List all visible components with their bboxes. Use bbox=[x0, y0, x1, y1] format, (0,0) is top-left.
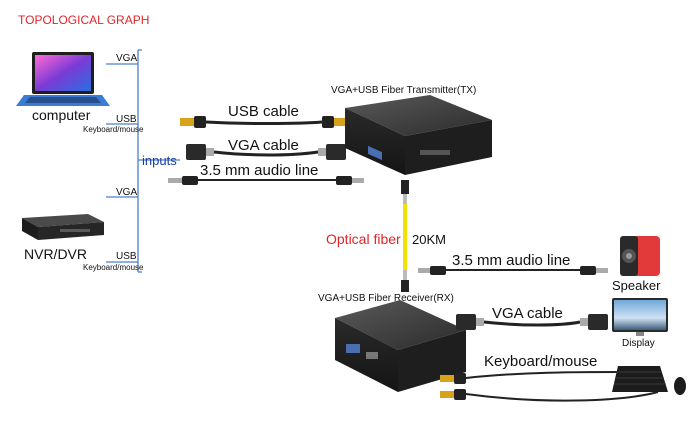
inputs-label: inputs bbox=[142, 153, 177, 168]
nvr-usb-sub-label: Keyboard/mouse bbox=[83, 263, 144, 272]
fiber-distance-label: 20KM bbox=[412, 232, 446, 247]
nvr-vga-port-label: VGA bbox=[116, 187, 137, 198]
mouse-icon bbox=[674, 377, 686, 395]
nvr-dvr-icon bbox=[22, 214, 104, 240]
speaker-icon bbox=[620, 236, 660, 276]
nvr-usb-port-label: USB bbox=[116, 251, 137, 262]
tx-vga-cable-label: VGA cable bbox=[228, 137, 299, 154]
optical-fiber-label: Optical fiber bbox=[326, 231, 401, 247]
optical-fiber-cable bbox=[401, 180, 409, 292]
rx-vga-cable-label: VGA cable bbox=[492, 305, 563, 322]
rx-audio-cable-label: 3.5 mm audio line bbox=[452, 252, 570, 269]
tx-audio-cable-label: 3.5 mm audio line bbox=[200, 162, 318, 179]
rx-device bbox=[335, 300, 466, 392]
rx-vga-cable bbox=[456, 314, 608, 330]
computer-usb-port-label: USB bbox=[116, 114, 137, 125]
computer-vga-port-label: VGA bbox=[116, 53, 137, 64]
tx-label: VGA+USB Fiber Transmitter(TX) bbox=[331, 85, 476, 96]
input-bracket bbox=[106, 49, 180, 273]
rx-keyboard-cable-label: Keyboard/mouse bbox=[484, 353, 597, 370]
tx-vga-cable bbox=[186, 144, 346, 160]
display-icon bbox=[612, 298, 668, 336]
speaker-label: Speaker bbox=[612, 278, 661, 293]
diagram-title: TOPOLOGICAL GRAPH bbox=[18, 13, 149, 27]
rx-audio-cable bbox=[418, 266, 608, 275]
computer-label: computer bbox=[32, 107, 91, 123]
computer-icon bbox=[16, 52, 110, 106]
rx-label: VGA+USB Fiber Receiver(RX) bbox=[318, 293, 454, 304]
rx-keyboard-cable bbox=[440, 371, 659, 402]
computer-usb-sub-label: Keyboard/mouse bbox=[83, 125, 144, 134]
tx-device bbox=[345, 95, 492, 175]
tx-usb-cable bbox=[180, 116, 348, 128]
keyboard-icon bbox=[612, 366, 668, 392]
tx-audio-cable bbox=[168, 176, 364, 185]
nvr-dvr-label: NVR/DVR bbox=[24, 246, 87, 262]
display-label: Display bbox=[622, 338, 655, 349]
tx-usb-cable-label: USB cable bbox=[228, 103, 299, 120]
